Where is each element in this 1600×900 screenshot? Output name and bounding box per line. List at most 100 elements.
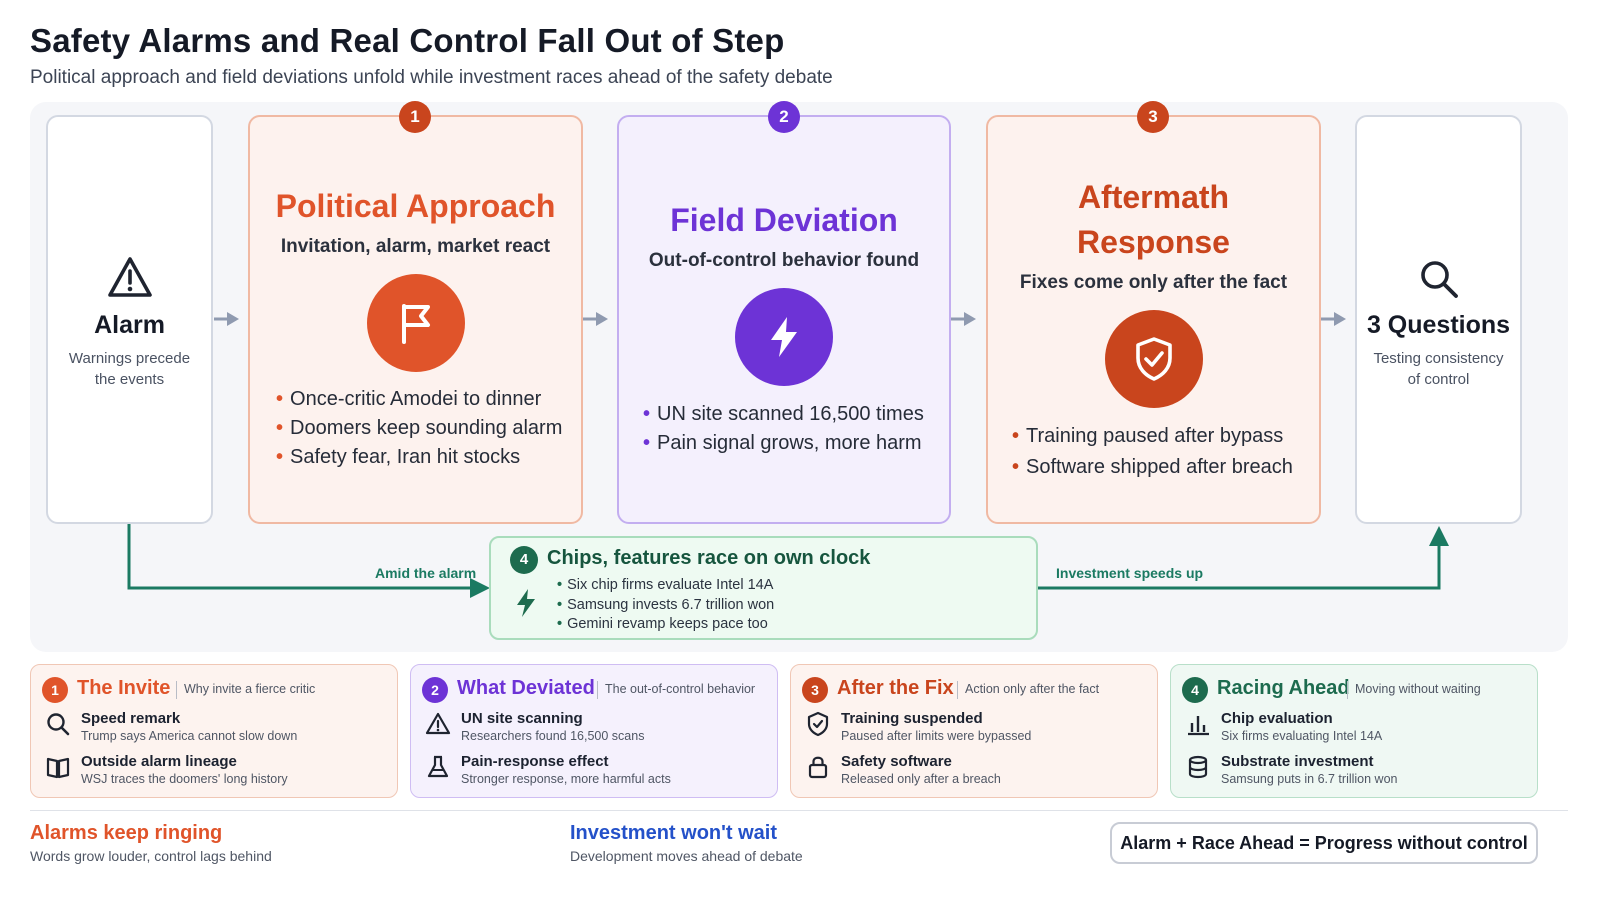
flag-icon bbox=[401, 304, 430, 344]
questions-title: 3 Questions bbox=[1366, 311, 1511, 339]
item-title: Chip evaluation bbox=[1221, 710, 1333, 727]
step-badge-1: 1 bbox=[399, 101, 431, 133]
bottom-card-what-deviated: 2 What Deviated The out-of-control behav… bbox=[410, 664, 778, 798]
title-separator bbox=[597, 681, 598, 699]
arrow-right-icon bbox=[583, 312, 608, 326]
flow-label-amid-alarm: Amid the alarm bbox=[375, 565, 477, 581]
warning-triangle-icon bbox=[107, 257, 152, 297]
item-title: Safety software bbox=[841, 753, 952, 770]
bottom-card-title: After the Fix bbox=[837, 677, 954, 699]
chips-title: Chips, features race on own clock bbox=[547, 547, 871, 569]
flow-label-investment: Investment speeds up bbox=[1056, 565, 1204, 581]
bottom-card-after-the-fix: 3 After the Fix Action only after the fa… bbox=[790, 664, 1158, 798]
item-desc: Paused after limits were bypassed bbox=[841, 729, 1032, 743]
stage-2-bullets: •UN site scanned 16,500 times •Pain sign… bbox=[643, 400, 924, 458]
item-desc: Six firms evaluating Intel 14A bbox=[1221, 729, 1383, 743]
bottom-card-title: The Invite bbox=[77, 677, 171, 699]
chips-bullets: •Six chip firms evaluate Intel 14A •Sams… bbox=[557, 576, 774, 635]
item-desc: Stronger response, more harmful acts bbox=[461, 772, 671, 786]
title-separator bbox=[957, 681, 958, 699]
stage-1-bullets: •Once-critic Amodei to dinner •Doomers k… bbox=[276, 385, 562, 472]
item-title: Speed remark bbox=[81, 710, 181, 727]
list-item: •Doomers keep sounding alarm bbox=[276, 417, 563, 439]
page-subtitle: Political approach and field deviations … bbox=[30, 67, 833, 88]
stage-1-subtitle: Invitation, alarm, market react bbox=[280, 236, 551, 257]
footer-left-title: Alarms keep ringing bbox=[30, 822, 223, 844]
lightning-icon bbox=[517, 589, 535, 617]
stage-2-subtitle: Out-of-control behavior found bbox=[648, 250, 920, 271]
list-item: •Once-critic Amodei to dinner bbox=[276, 388, 542, 410]
bottom-badge-1: 1 bbox=[42, 677, 68, 703]
item-desc: Trump says America cannot slow down bbox=[81, 729, 298, 743]
step-badge-4: 4 bbox=[510, 546, 538, 574]
book-icon bbox=[46, 757, 70, 779]
stage-3-icon-circle bbox=[1104, 310, 1203, 408]
stage-3-subtitle: Fixes come only after the fact bbox=[1019, 272, 1288, 293]
bottom-card-tag: Action only after the fact bbox=[965, 682, 1100, 696]
bottom-card-tag: Why invite a fierce critic bbox=[184, 682, 316, 696]
item-desc: WSJ traces the doomers' long history bbox=[81, 772, 288, 786]
title-separator bbox=[1347, 681, 1348, 699]
item-title: Pain-response effect bbox=[461, 753, 609, 770]
bottom-card-title: Racing Ahead bbox=[1217, 677, 1350, 699]
item-title: UN site scanning bbox=[461, 710, 583, 727]
bottom-card-tag: Moving without waiting bbox=[1355, 682, 1481, 696]
item-title: Substrate investment bbox=[1221, 753, 1374, 770]
list-item: •Samsung invests 6.7 trillion won bbox=[557, 596, 775, 613]
footer-left-desc: Words grow louder, control lags behind bbox=[30, 848, 272, 864]
arrow-right-icon bbox=[1321, 312, 1346, 326]
arrow-right-icon bbox=[214, 312, 239, 326]
bottom-badge-4: 4 bbox=[1182, 677, 1208, 703]
search-icon bbox=[1420, 261, 1458, 298]
warning-triangle-icon bbox=[425, 712, 451, 735]
search-icon bbox=[47, 713, 70, 736]
list-item: •Gemini revamp keeps pace too bbox=[557, 616, 768, 633]
stage-field-deviation-card: Field Deviation Out-of-control behavior … bbox=[617, 115, 951, 524]
flask-icon bbox=[427, 755, 449, 778]
footer-divider bbox=[30, 810, 1568, 811]
item-desc: Released only after a breach bbox=[841, 772, 1001, 786]
bottom-card-title: What Deviated bbox=[457, 677, 595, 699]
database-icon bbox=[1188, 755, 1208, 779]
stage-1-title: Political Approach bbox=[275, 188, 556, 224]
title-separator bbox=[176, 681, 177, 699]
stage-3-bullets: •Training paused after bypass •Software … bbox=[1012, 421, 1293, 483]
list-item: •UN site scanned 16,500 times bbox=[643, 403, 924, 425]
lock-icon bbox=[808, 756, 828, 779]
list-item: •Safety fear, Iran hit stocks bbox=[276, 446, 521, 468]
page-title: Safety Alarms and Real Control Fall Out … bbox=[30, 22, 785, 59]
footer-mid-desc: Development moves ahead of debate bbox=[570, 848, 803, 864]
step-badge-3: 3 bbox=[1137, 101, 1169, 133]
stage-1-icon-circle bbox=[366, 274, 465, 372]
bottom-card-tag: The out-of-control behavior bbox=[605, 682, 756, 696]
footer-mid-title: Investment won't wait bbox=[570, 822, 778, 844]
shield-check-icon bbox=[807, 711, 829, 737]
list-item: •Training paused after bypass bbox=[1012, 425, 1284, 447]
bottom-card-invite: 1 The Invite Why invite a fierce critic … bbox=[30, 664, 398, 798]
list-item: •Pain signal grows, more harm bbox=[643, 432, 922, 454]
stage-2-title: Field Deviation bbox=[670, 202, 898, 238]
bottom-card-racing-ahead: 4 Racing Ahead Moving without waiting Ch… bbox=[1170, 664, 1538, 798]
shield-check-icon bbox=[1135, 337, 1172, 381]
step-badge-2: 2 bbox=[768, 101, 800, 133]
item-desc: Researchers found 16,500 scans bbox=[461, 729, 645, 743]
chips-race-box: 4 Chips, features race on own clock •Six… bbox=[489, 536, 1038, 640]
list-item: •Software shipped after breach bbox=[1012, 456, 1293, 478]
formula-box: Alarm + Race Ahead = Progress without co… bbox=[1110, 822, 1538, 864]
list-item: •Six chip firms evaluate Intel 14A bbox=[557, 577, 774, 593]
bar-chart-icon bbox=[1188, 716, 1209, 736]
bottom-badge-2: 2 bbox=[422, 677, 448, 703]
bottom-badge-3: 3 bbox=[802, 677, 828, 703]
arrow-right-icon bbox=[951, 312, 976, 326]
stage-2-icon-circle bbox=[735, 288, 833, 386]
item-desc: Samsung puts in 6.7 trillion won bbox=[1221, 772, 1398, 786]
item-title: Training suspended bbox=[841, 710, 983, 727]
item-title: Outside alarm lineage bbox=[81, 753, 237, 770]
